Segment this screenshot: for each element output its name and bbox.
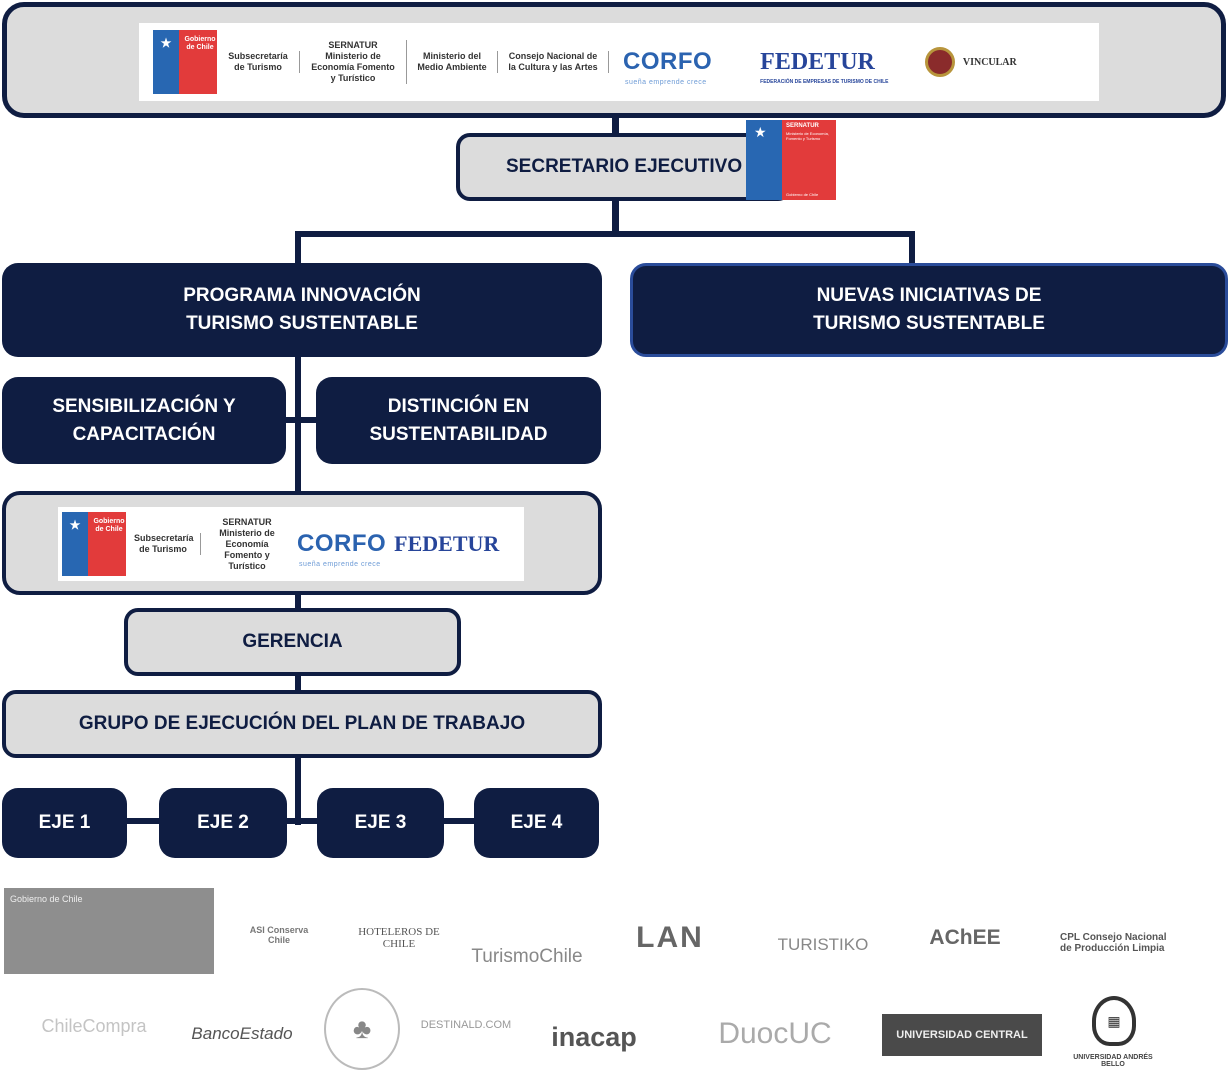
mid-partners-box: ★ Gobierno de Chile Subsecretaría de Tur… bbox=[2, 491, 602, 595]
sponsor-asi-conserva: ASI Conserva Chile bbox=[249, 925, 309, 945]
fedetur-logo: FEDETUR bbox=[394, 531, 500, 556]
eje-3-box: EJE 3 bbox=[317, 788, 444, 858]
star-icon: ★ bbox=[69, 518, 81, 532]
connector-horizontal bbox=[295, 231, 915, 237]
gobierno-logo: ★ Gobierno de Chile bbox=[153, 30, 217, 94]
sponsor-tree-icon: ♣ bbox=[324, 988, 400, 1070]
star-icon: ★ bbox=[160, 36, 172, 50]
sponsor-achee: AChEE bbox=[929, 926, 1001, 949]
sponsor-duocuc: DuocUC bbox=[718, 1017, 832, 1050]
connector-ejes bbox=[120, 818, 480, 824]
top-partners-box: ★ Gobierno de Chile Subsecretaría de Tur… bbox=[2, 2, 1226, 118]
connector-left-drop bbox=[295, 231, 301, 267]
eje-2-box: EJE 2 bbox=[159, 788, 287, 858]
distincion-box: DISTINCIÓN EN SUSTENTABILIDAD bbox=[316, 377, 601, 464]
eje-1-box: EJE 1 bbox=[2, 788, 127, 858]
sernatur-logo: SERNATUR Ministerio de Economía Fomento … bbox=[219, 516, 275, 571]
unab-shield-icon: ▦ bbox=[1092, 996, 1136, 1046]
sponsor-hoteleros: HOTELEROS DE CHILE bbox=[358, 926, 440, 950]
ministerio-ambiente-logo: Ministerio del Medio Ambiente bbox=[407, 51, 498, 73]
connector-sub-horizontal bbox=[280, 417, 320, 423]
sernatur-logo: SERNATUR Ministerio de Economía Fomento … bbox=[300, 40, 407, 84]
sponsor-lan: LAN bbox=[636, 921, 704, 954]
grupo-ejecucion-box: GRUPO DE EJECUCIÓN DEL PLAN DE TRABAJO bbox=[2, 690, 602, 758]
vincular-logo: VINCULAR bbox=[962, 56, 1017, 68]
eje-4-box: EJE 4 bbox=[474, 788, 599, 858]
sponsor-unab: UNIVERSIDAD ANDRÉS BELLO bbox=[1073, 1054, 1153, 1068]
connector-secretario-down bbox=[612, 200, 619, 236]
connector-right-drop bbox=[909, 231, 915, 267]
sponsor-destinald: DESTINALD.COM bbox=[420, 1019, 512, 1031]
consejo-cultura-logo: Consejo Nacional de la Cultura y las Art… bbox=[498, 51, 609, 73]
sensibilizacion-box: SENSIBILIZACIÓN Y CAPACITACIÓN bbox=[2, 377, 286, 464]
star-icon: ★ bbox=[754, 124, 767, 140]
connector-top bbox=[612, 112, 619, 138]
sponsor-turismochile: TurismoChile bbox=[471, 946, 583, 967]
secretario-ejecutivo-box: SECRETARIO EJECUTIVO bbox=[456, 133, 792, 201]
programa-innovacion-box: PROGRAMA INNOVACIÓN TURISMO SUSTENTABLE bbox=[2, 263, 602, 357]
sponsor-chilecompra: ChileCompra bbox=[41, 1015, 147, 1036]
seal-icon bbox=[924, 47, 955, 77]
sponsor-turistiko: TURISTIKO bbox=[777, 935, 869, 954]
mid-logo-strip: ★ Gobierno de Chile Subsecretaría de Tur… bbox=[58, 507, 524, 581]
sernatur-badge: ★ SERNATUR Ministerio de Economía, Fomen… bbox=[746, 120, 836, 200]
nuevas-iniciativas-box: NUEVAS INICIATIVAS DE TURISMO SUSTENTABL… bbox=[630, 263, 1228, 357]
sponsor-inacap: inacap bbox=[551, 1021, 637, 1052]
subsecretaria-logo: Subsecretaría de Turismo bbox=[126, 533, 201, 555]
sponsor-bancoestado: BancoEstado bbox=[191, 1024, 293, 1043]
sponsor-ucentral: UNIVERSIDAD CENTRAL bbox=[882, 1014, 1042, 1056]
top-logo-strip: ★ Gobierno de Chile Subsecretaría de Tur… bbox=[139, 23, 1099, 101]
sponsor-gobierno: Gobierno de Chile bbox=[4, 888, 214, 974]
sponsor-cpl: CPL Consejo Nacional de Producción Limpi… bbox=[1060, 932, 1167, 954]
subsecretaria-logo: Subsecretaría de Turismo bbox=[217, 51, 300, 73]
gerencia-box: GERENCIA bbox=[124, 608, 461, 676]
secretario-ejecutivo-label: SECRETARIO EJECUTIVO bbox=[506, 156, 743, 177]
gobierno-logo: ★ Gobierno de Chile bbox=[62, 512, 126, 576]
